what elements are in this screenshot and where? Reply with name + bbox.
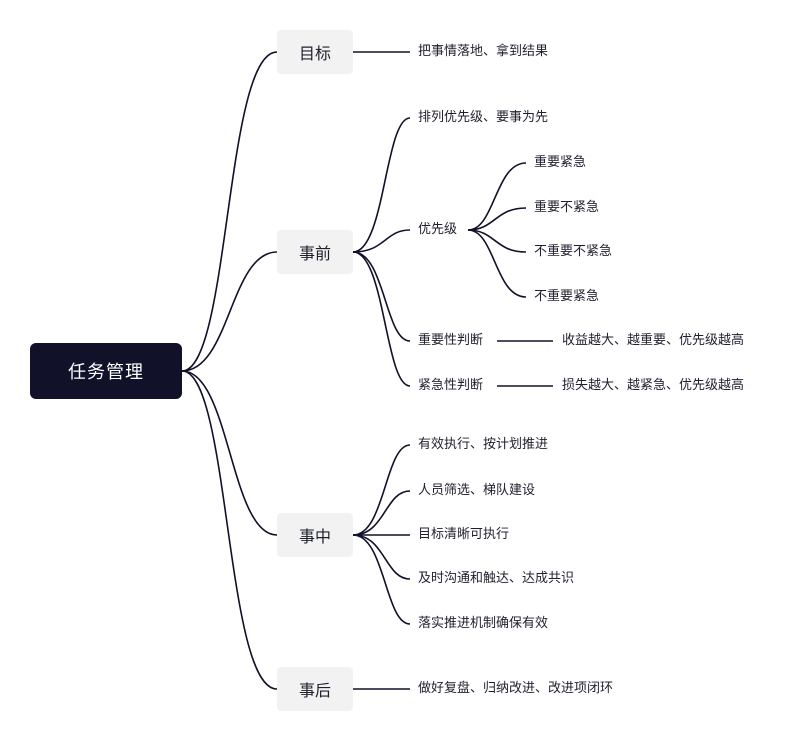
- edge-priority-c2: [467, 229, 527, 253]
- edge-during-item0: [352, 444, 411, 536]
- before-item-priority-order[interactable]: 排列优先级、要事为先: [418, 110, 549, 125]
- edge-before-item2: [352, 251, 411, 342]
- edge-root-goal: [181, 51, 278, 372]
- after-item[interactable]: 做好复盘、归纳改进、改进项闭环: [418, 681, 614, 696]
- branch-goal[interactable]: 目标: [277, 30, 353, 74]
- edge-priority-c1: [467, 207, 527, 231]
- branch-before[interactable]: 事前: [277, 230, 353, 274]
- priority-child-3[interactable]: 不重要不紧急: [534, 244, 613, 259]
- during-item-3[interactable]: 目标清晰可执行: [418, 527, 510, 542]
- during-item-4[interactable]: 及时沟通和触达、达成共识: [418, 571, 575, 586]
- edge-priority-c0: [467, 162, 527, 231]
- edge-priority-c3: [467, 229, 527, 298]
- importance-child[interactable]: 收益越大、越重要、优先级越高: [562, 333, 745, 348]
- edge-before-item0: [352, 117, 411, 253]
- priority-child-1[interactable]: 重要紧急: [534, 155, 587, 170]
- branch-after[interactable]: 事后: [277, 667, 353, 711]
- priority-child-4[interactable]: 不重要紧急: [534, 289, 600, 304]
- during-item-2[interactable]: 人员筛选、梯队建设: [418, 483, 536, 498]
- branch-during[interactable]: 事中: [277, 513, 353, 557]
- priority-child-2[interactable]: 重要不紧急: [534, 200, 600, 215]
- edge-before-item1: [352, 229, 411, 253]
- edge-during-item3: [352, 534, 411, 580]
- during-item-1[interactable]: 有效执行、按计划推进: [418, 437, 549, 452]
- edge-during-item4: [352, 534, 411, 625]
- root-node[interactable]: 任务管理: [30, 343, 182, 399]
- urgency-child[interactable]: 损失越大、越紧急、优先级越高: [562, 378, 745, 393]
- edge-during-item1: [352, 490, 411, 536]
- before-item-priority[interactable]: 优先级: [418, 222, 458, 237]
- during-item-5[interactable]: 落实推进机制确保有效: [418, 616, 549, 631]
- edge-root-during: [181, 370, 278, 536]
- before-item-urgency[interactable]: 紧急性判断: [418, 378, 484, 393]
- before-item-importance[interactable]: 重要性判断: [418, 333, 484, 348]
- edge-before-item3: [352, 251, 411, 387]
- edge-root-after: [181, 370, 278, 690]
- goal-item[interactable]: 把事情落地、拿到结果: [418, 44, 549, 59]
- edge-root-before: [181, 251, 278, 372]
